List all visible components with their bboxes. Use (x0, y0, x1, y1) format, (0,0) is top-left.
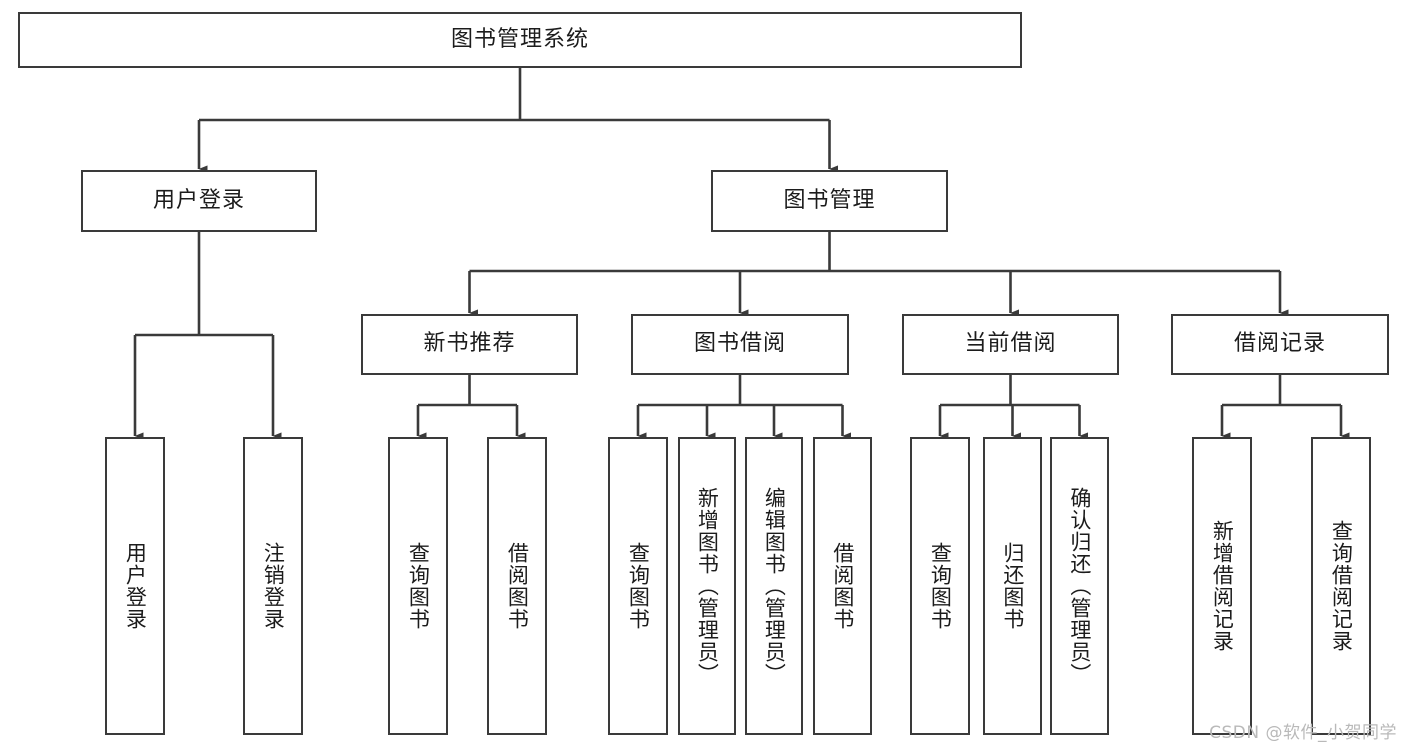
node-label: 借阅记录 (1233, 331, 1326, 357)
node-label: 新增借阅记录 (1210, 520, 1235, 652)
leaf-node[interactable]: 借阅图书 (487, 437, 547, 735)
leaf-node[interactable]: 借阅图书 (813, 437, 872, 735)
level3-node[interactable]: 借阅记录 (1171, 314, 1389, 375)
node-label: 归还图书 (1000, 542, 1025, 630)
node-label: 查询图书 (406, 542, 431, 630)
leaf-node[interactable]: 查询图书 (388, 437, 448, 735)
level3-node[interactable]: 图书借阅 (631, 314, 849, 375)
node-label: 图书管理系统 (450, 26, 589, 52)
leaf-node[interactable]: 归还图书 (983, 437, 1042, 735)
node-label: 新书推荐 (423, 331, 516, 357)
leaf-node[interactable]: 用户登录 (105, 437, 165, 735)
connector-bus (469, 232, 1280, 273)
node-label: 新增图书（管理员） (695, 487, 720, 685)
leaf-node[interactable]: 新增图书（管理员） (678, 437, 736, 735)
leaf-node[interactable]: 确认归还（管理员） (1050, 437, 1109, 735)
connector-bus (418, 375, 517, 407)
node-label: 用户登录 (123, 542, 148, 630)
node-label: 借阅图书 (505, 542, 530, 630)
root-node[interactable]: 图书管理系统 (18, 12, 1022, 68)
level2-node[interactable]: 用户登录 (81, 170, 317, 232)
node-label: 确认归还（管理员） (1067, 487, 1092, 685)
connector-bus (135, 232, 273, 337)
level3-node[interactable]: 当前借阅 (902, 314, 1119, 375)
leaf-node[interactable]: 编辑图书（管理员） (745, 437, 803, 735)
level2-node[interactable]: 图书管理 (711, 170, 948, 232)
node-label: 查询图书 (626, 542, 651, 630)
leaf-node[interactable]: 新增借阅记录 (1192, 437, 1252, 735)
connector-bus (638, 375, 843, 407)
connector-bus (1222, 375, 1341, 407)
node-label: 借阅图书 (830, 542, 855, 630)
leaf-node[interactable]: 注销登录 (243, 437, 303, 735)
node-label: 图书管理 (783, 187, 876, 213)
node-label: 当前借阅 (964, 331, 1057, 357)
leaf-node[interactable]: 查询图书 (608, 437, 668, 735)
node-label: 编辑图书（管理员） (762, 487, 787, 685)
watermark-text: CSDN @软件_小贺同学 (1209, 723, 1397, 743)
leaf-node[interactable]: 查询借阅记录 (1311, 437, 1371, 735)
node-label: 查询图书 (928, 542, 953, 630)
node-label: 查询借阅记录 (1329, 520, 1354, 652)
leaf-node[interactable]: 查询图书 (910, 437, 970, 735)
node-label: 图书借阅 (693, 331, 786, 357)
node-label: 注销登录 (261, 542, 286, 630)
level3-node[interactable]: 新书推荐 (361, 314, 578, 375)
node-label: 用户登录 (152, 187, 245, 213)
connector-bus (199, 68, 830, 122)
connector-bus (940, 375, 1080, 407)
